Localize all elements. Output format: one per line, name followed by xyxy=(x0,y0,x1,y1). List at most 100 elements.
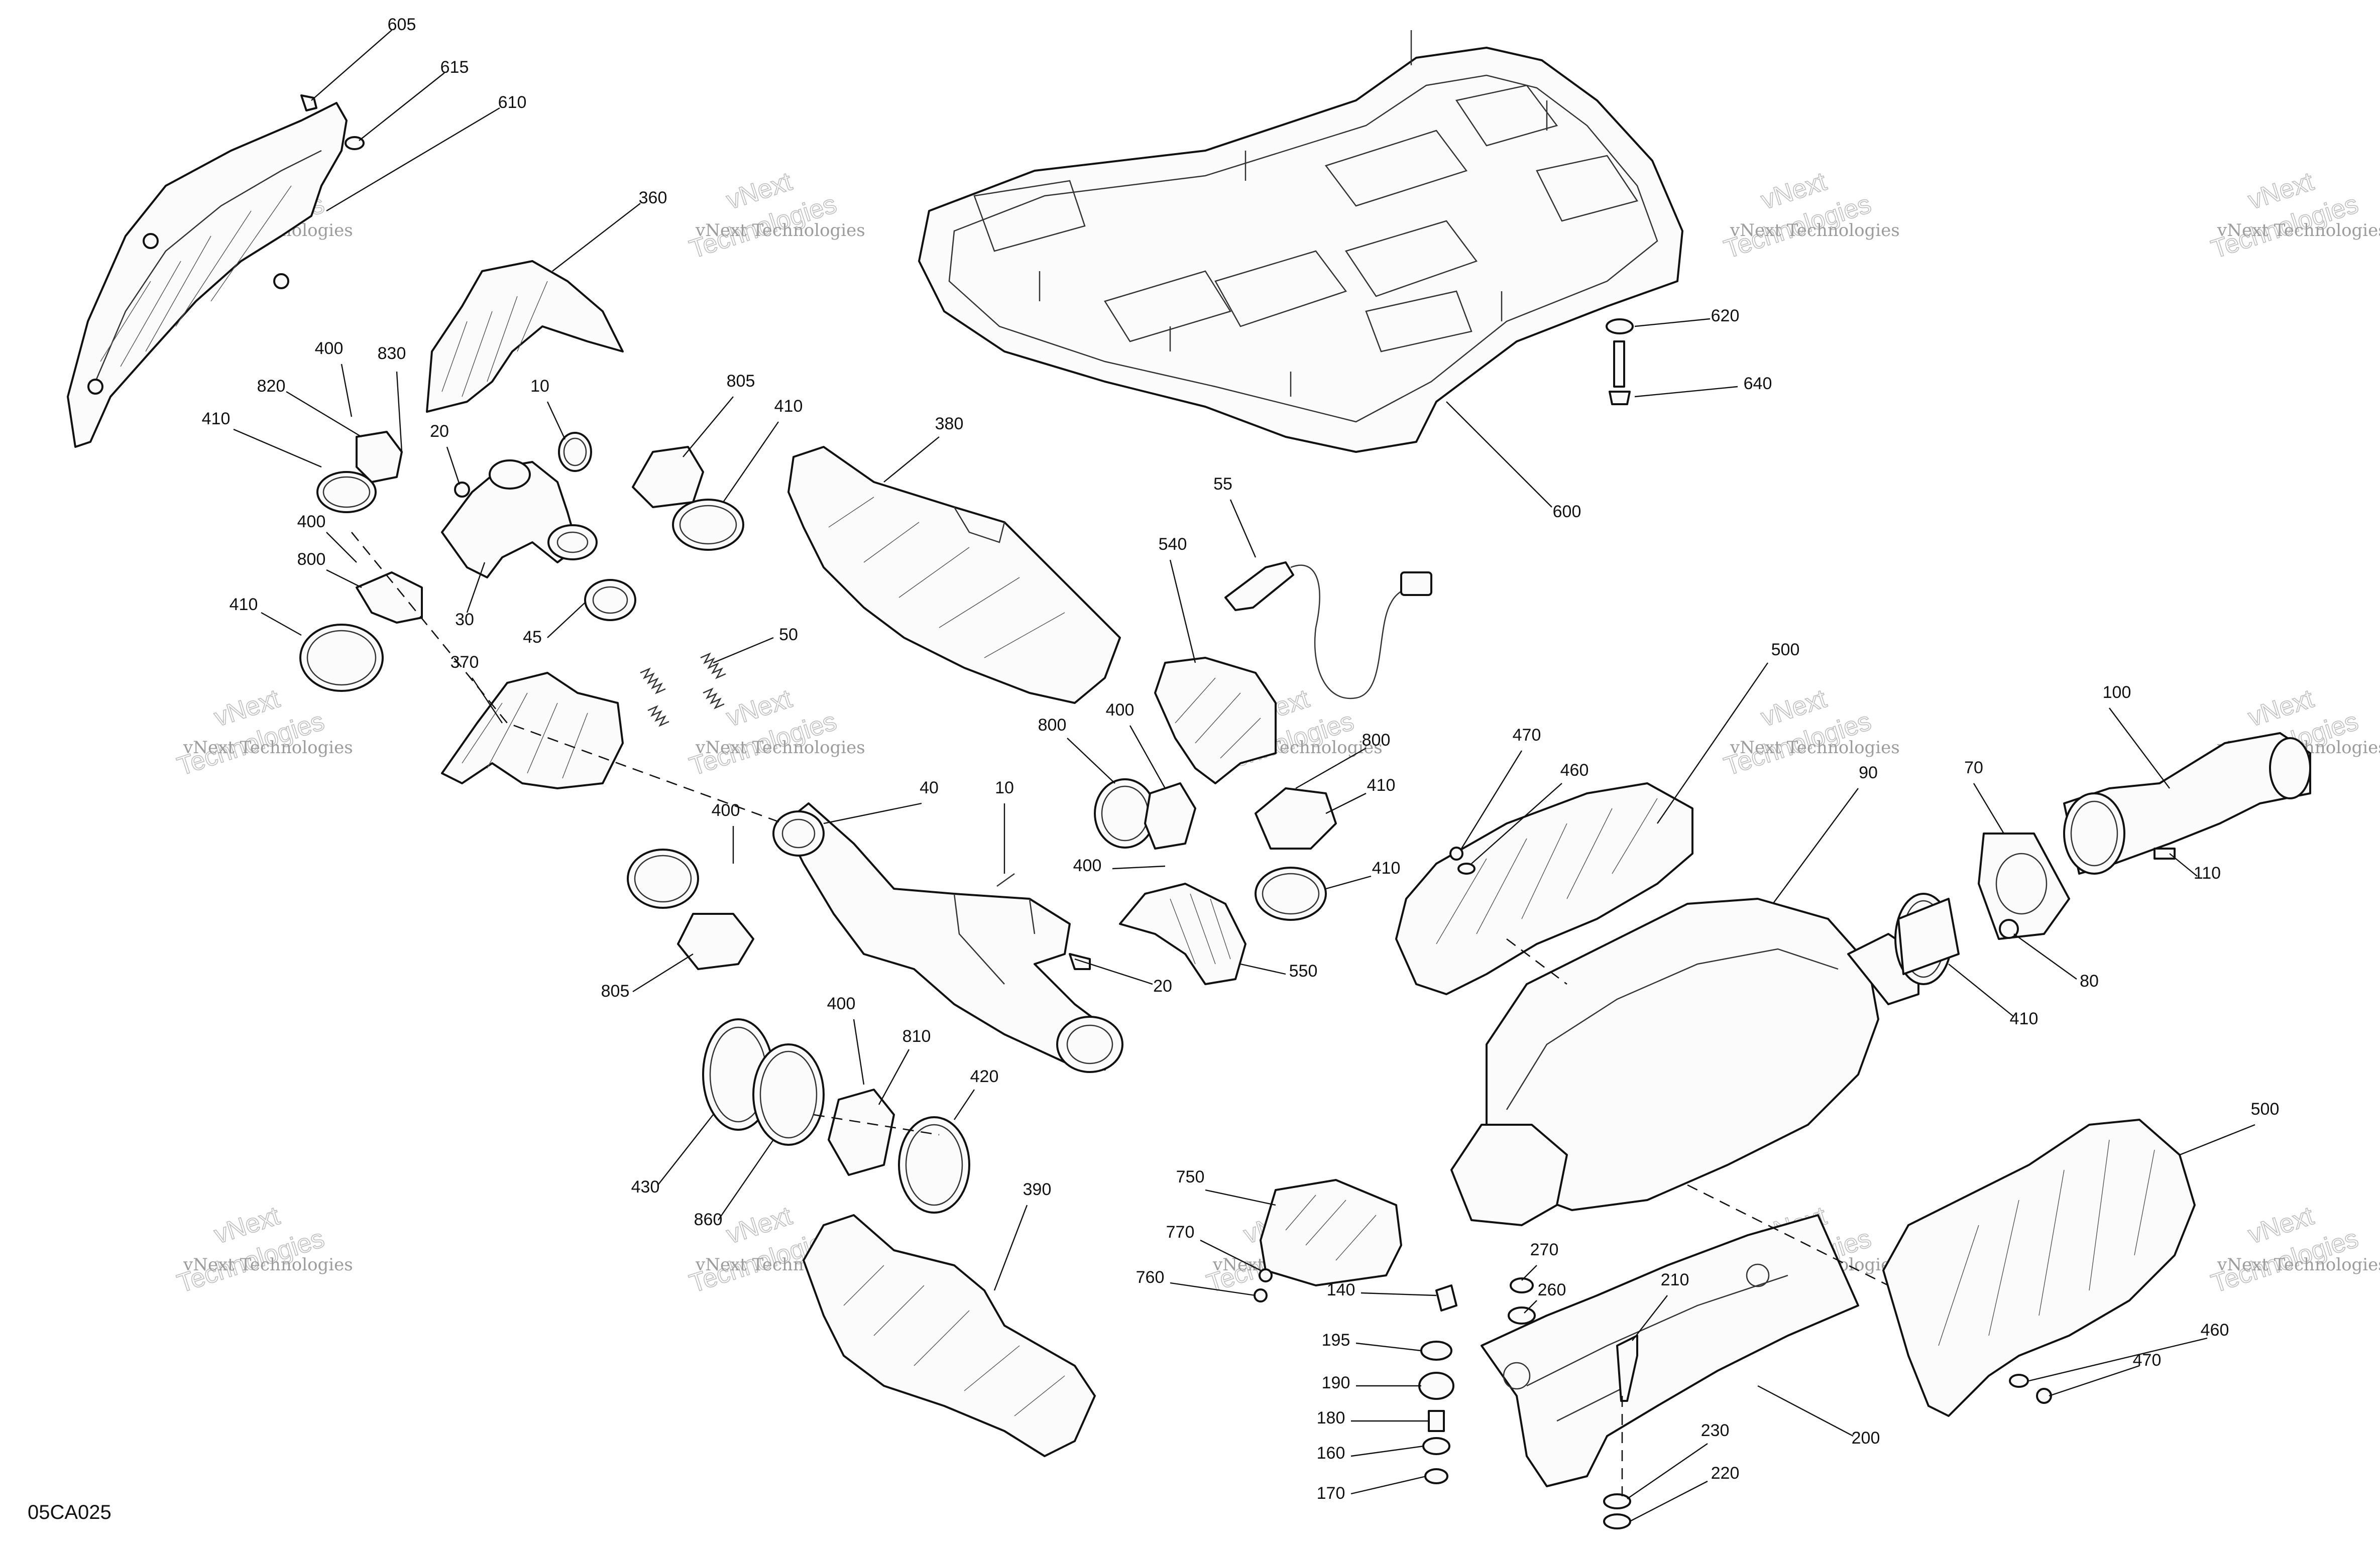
leader-line-420 xyxy=(954,1089,975,1120)
leader-line-45 xyxy=(547,602,586,638)
leader-line-400 xyxy=(853,1019,865,1085)
leader-line-360 xyxy=(552,203,641,272)
watermark-text: vNext Technologies xyxy=(2217,1255,2380,1275)
leader-line-100 xyxy=(2109,707,2170,789)
leader-line-400 xyxy=(341,364,353,417)
seal-45 xyxy=(584,579,636,621)
bolt-110 xyxy=(1999,919,2019,939)
leader-line-410 xyxy=(261,612,302,636)
muffler-60 xyxy=(1450,898,1919,1226)
clamp-410-f xyxy=(1255,867,1327,921)
callout-400: 400 xyxy=(1106,700,1135,720)
callout-400: 400 xyxy=(712,801,740,820)
leader-line-860 xyxy=(718,1139,774,1221)
callout-210: 210 xyxy=(1661,1270,1689,1289)
callout-820: 820 xyxy=(257,377,286,396)
heat-shield-500-b xyxy=(1882,1119,2196,1417)
callout-550: 550 xyxy=(1289,962,1318,981)
leader-line-390 xyxy=(993,1205,1028,1291)
gasket-90 xyxy=(1978,833,2070,940)
callout-55: 55 xyxy=(1213,474,1232,494)
leader-line-470 xyxy=(1460,750,1523,849)
leader-line-620 xyxy=(1634,318,1711,327)
drawing-id: 05CA025 xyxy=(28,1501,111,1523)
callout-410: 410 xyxy=(2010,1009,2038,1028)
leader-line-410 xyxy=(1325,875,1372,890)
callout-860: 860 xyxy=(694,1210,723,1229)
leader-line-800 xyxy=(1295,747,1367,789)
leader-line-460 xyxy=(1471,783,1562,864)
leader-line-810 xyxy=(878,1049,910,1105)
bolt-210 xyxy=(1616,1335,1638,1402)
callout-260: 260 xyxy=(1538,1280,1566,1299)
callout-410: 410 xyxy=(230,595,258,614)
leader-line-90 xyxy=(1772,788,1859,904)
callout-360: 360 xyxy=(639,188,667,207)
leader-line-170 xyxy=(1350,1475,1427,1495)
callout-605: 605 xyxy=(388,15,416,34)
leader-line-805 xyxy=(632,953,694,993)
leader-line-30 xyxy=(466,562,486,613)
callout-420: 420 xyxy=(970,1067,999,1086)
leader-line-770 xyxy=(1200,1239,1261,1271)
leader-line-400 xyxy=(1112,865,1166,870)
callout-810: 810 xyxy=(902,1027,931,1046)
bracket-200 xyxy=(1481,1214,1859,1487)
callout-460: 460 xyxy=(2201,1321,2229,1340)
callout-10: 10 xyxy=(995,778,1014,797)
pipe-80 xyxy=(1894,893,1960,985)
leader-line-220 xyxy=(1629,1480,1708,1522)
oxygen-sensor-55 xyxy=(1224,561,1432,699)
callout-390: 390 xyxy=(1023,1180,1052,1199)
callout-380: 380 xyxy=(935,414,964,433)
flex-pipe-550 xyxy=(1119,883,1246,985)
callout-20: 20 xyxy=(430,422,449,441)
callout-430: 430 xyxy=(631,1177,660,1197)
leader-line-750 xyxy=(1205,1189,1276,1206)
clamp-805-b xyxy=(677,913,754,970)
exhaust-pipe-40 xyxy=(772,802,1123,1073)
watermark-text: vNext Technologies xyxy=(695,738,865,758)
callout-460: 460 xyxy=(1560,761,1589,780)
callout-180: 180 xyxy=(1317,1408,1345,1428)
clamp-800-c xyxy=(1255,787,1337,850)
leader-line-40 xyxy=(823,802,922,824)
clamp-805-a xyxy=(632,446,704,508)
nut-770 xyxy=(1259,1268,1273,1282)
callout-400: 400 xyxy=(315,339,344,358)
washer-460-b xyxy=(2009,1374,2029,1388)
leader-line-200 xyxy=(1757,1385,1854,1437)
washer-620 xyxy=(1606,318,1634,334)
leader-line-80 xyxy=(2013,933,2077,980)
bracket-750 xyxy=(1260,1179,1402,1286)
leader-line-70 xyxy=(1973,783,2005,834)
leader-line-640 xyxy=(1634,386,1738,398)
callout-270: 270 xyxy=(1530,1240,1559,1259)
leader-line-260 xyxy=(1524,1300,1537,1314)
leader-line-500 xyxy=(2179,1124,2255,1156)
pin-10 xyxy=(996,873,1015,887)
callout-50: 50 xyxy=(779,625,798,644)
leader-line-805 xyxy=(683,396,734,457)
clamp-800-a xyxy=(356,571,423,624)
leader-line-55 xyxy=(1229,499,1257,558)
callout-400: 400 xyxy=(297,512,326,531)
callout-160: 160 xyxy=(1317,1444,1345,1463)
leader-line-110 xyxy=(2169,853,2198,877)
callout-470: 470 xyxy=(2133,1351,2162,1370)
callout-770: 770 xyxy=(1166,1223,1195,1242)
leader-line-430 xyxy=(657,1114,714,1185)
callout-30: 30 xyxy=(455,610,474,629)
leader-line-800 xyxy=(1067,738,1115,784)
bolt-470-a xyxy=(1449,847,1463,861)
callout-400: 400 xyxy=(827,994,856,1013)
callout-830: 830 xyxy=(378,344,406,363)
clamp-410-d xyxy=(627,849,699,909)
clamp-410-c xyxy=(672,499,744,551)
callout-40: 40 xyxy=(920,778,939,797)
leader-line-230 xyxy=(1627,1443,1708,1499)
